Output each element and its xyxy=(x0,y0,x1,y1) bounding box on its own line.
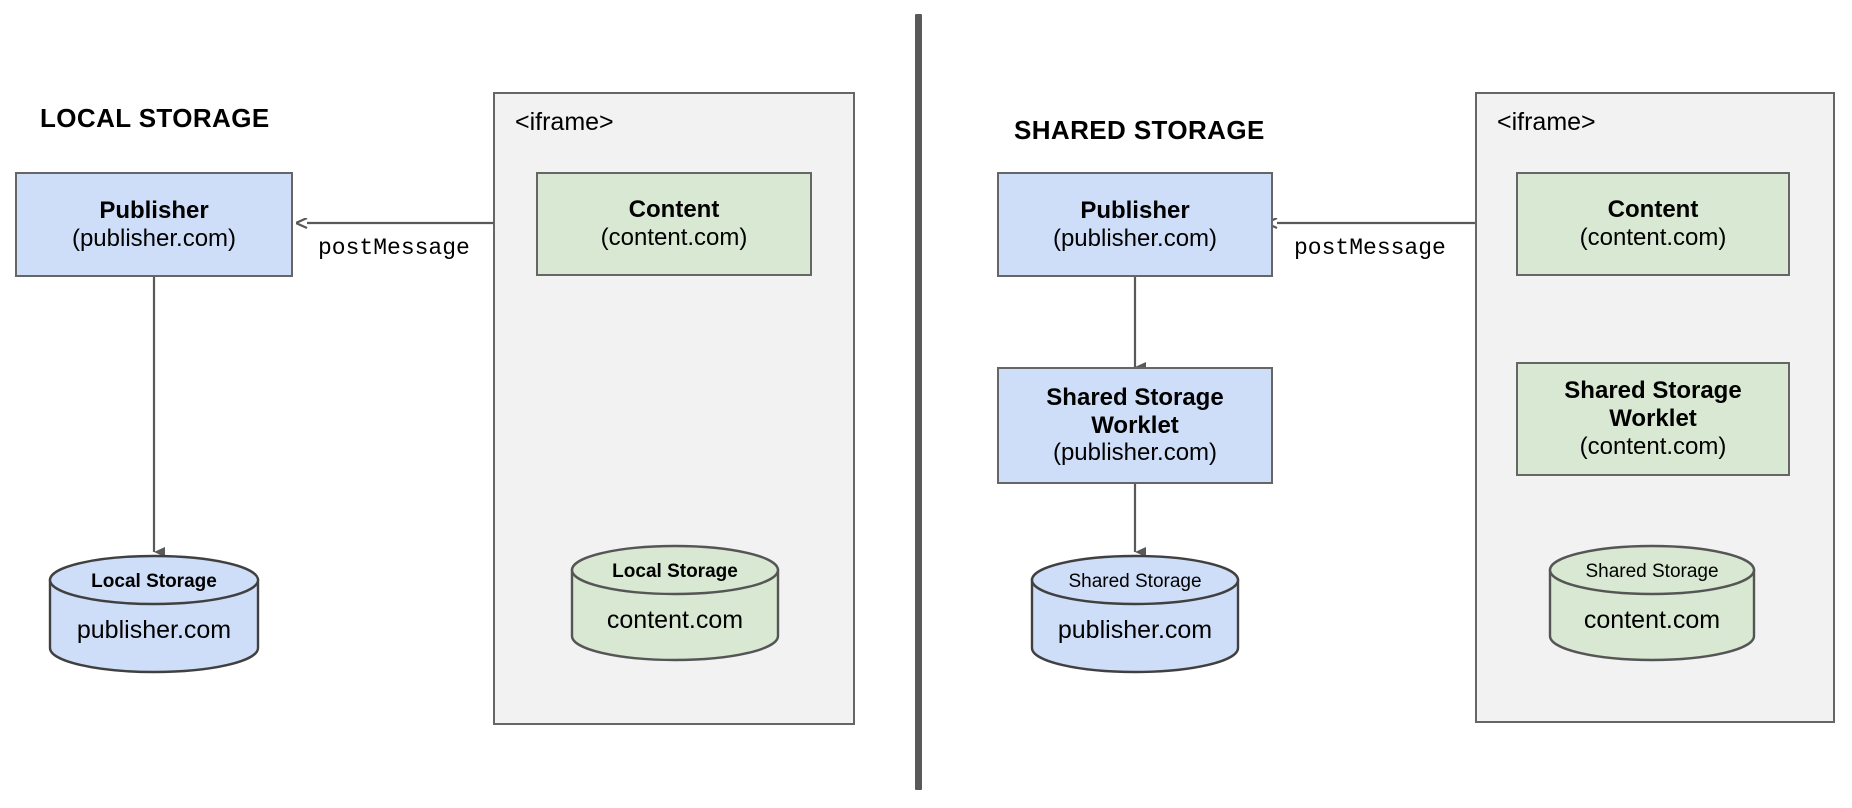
node-worklet-content-right[interactable]: Shared Storage Worklet (content.com) xyxy=(1516,362,1790,476)
cylinder-content-store-right-top: Shared Storage xyxy=(1585,561,1719,582)
panel-divider xyxy=(915,14,922,790)
cylinder-publisher-store-right-top: Shared Storage xyxy=(1068,571,1202,592)
node-publisher-left[interactable]: Publisher (publisher.com) xyxy=(15,172,293,277)
node-publisher-right[interactable]: Publisher (publisher.com) xyxy=(997,172,1273,277)
node-worklet-content-right-sub: (content.com) xyxy=(1579,432,1727,460)
section-title-local-storage: LOCAL STORAGE xyxy=(40,103,270,133)
cylinder-publisher-store-right-body: publisher.com xyxy=(1057,616,1213,644)
cylinder-content-store-left[interactable]: Local Storage content.com xyxy=(570,544,780,664)
cylinder-publisher-store-right[interactable]: Shared Storage publisher.com xyxy=(1030,554,1240,674)
cylinder-content-store-right[interactable]: Shared Storage content.com xyxy=(1548,544,1756,664)
node-publisher-left-sub: (publisher.com) xyxy=(71,224,237,252)
cylinder-content-store-right-body: content.com xyxy=(1583,606,1721,634)
node-worklet-publisher-right-sub: (publisher.com) xyxy=(1052,439,1218,467)
node-publisher-left-title: Publisher xyxy=(99,196,209,224)
node-worklet-publisher-right-title1: Shared Storage xyxy=(1046,383,1224,411)
cylinder-publisher-store-left-top: Local Storage xyxy=(91,571,217,592)
node-content-left-title: Content xyxy=(628,196,720,224)
cylinder-content-store-left-body: content.com xyxy=(606,606,744,634)
node-content-right-title: Content xyxy=(1607,196,1699,224)
section-title-shared-storage: SHARED STORAGE xyxy=(1014,115,1265,145)
node-content-right[interactable]: Content (content.com) xyxy=(1516,172,1790,276)
node-worklet-content-right-title2: Worklet xyxy=(1609,405,1697,433)
node-worklet-publisher-right[interactable]: Shared Storage Worklet (publisher.com) xyxy=(997,367,1273,484)
node-publisher-right-title: Publisher xyxy=(1080,196,1190,224)
node-worklet-publisher-right-title2: Worklet xyxy=(1091,411,1179,439)
iframe-label-left: <iframe> xyxy=(515,108,614,136)
node-content-left-sub: (content.com) xyxy=(600,224,748,251)
wire-label-postmessage-right: postMessage xyxy=(1294,235,1446,261)
cylinder-publisher-store-left[interactable]: Local Storage publisher.com xyxy=(48,554,260,674)
wire-label-postmessage-left: postMessage xyxy=(318,235,470,261)
cylinder-publisher-store-left-body: publisher.com xyxy=(76,616,232,644)
iframe-label-right: <iframe> xyxy=(1497,108,1596,136)
node-content-right-sub: (content.com) xyxy=(1579,224,1727,251)
node-publisher-right-sub: (publisher.com) xyxy=(1052,224,1218,252)
node-content-left[interactable]: Content (content.com) xyxy=(536,172,812,276)
node-worklet-content-right-title1: Shared Storage xyxy=(1564,377,1742,405)
cylinder-content-store-left-top: Local Storage xyxy=(612,561,738,582)
